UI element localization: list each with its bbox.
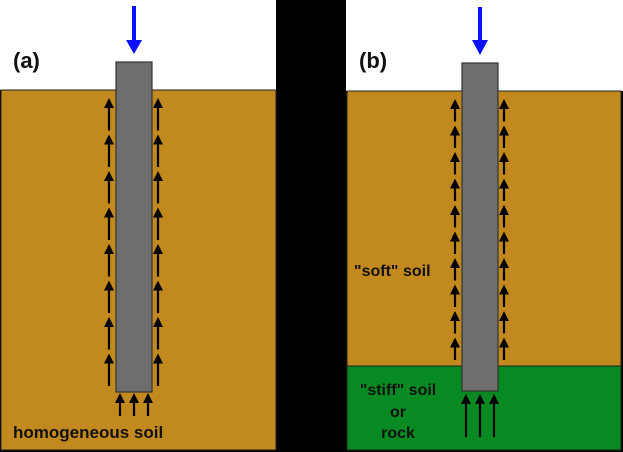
- shaft-friction-arrow-right: [153, 207, 163, 240]
- panel-b-label: (b): [359, 48, 387, 73]
- homogeneous-soil-label: homogeneous soil: [13, 423, 163, 442]
- end-bearing-arrow: [489, 394, 499, 437]
- stiff-soil-label-line-1: "stiff" soil: [360, 382, 437, 399]
- shaft-friction-arrow-left: [104, 280, 114, 313]
- shaft-friction-arrow-left: [450, 258, 460, 281]
- panel-a-pile: [115, 61, 153, 393]
- shaft-friction-arrow-left: [450, 337, 460, 360]
- shaft-friction-arrow-right: [499, 178, 509, 201]
- shaft-friction-arrow-left: [450, 231, 460, 254]
- shaft-friction-arrow-right: [153, 317, 163, 350]
- shaft-friction-arrow-left: [104, 317, 114, 350]
- shaft-friction-arrow-right: [499, 99, 509, 122]
- shaft-friction-arrow-left: [450, 178, 460, 201]
- shaft-friction-arrow-right: [499, 258, 509, 281]
- shaft-friction-arrow-right: [153, 134, 163, 167]
- panel-b: (b) "soft" soil "stiff" soil or rock: [346, 0, 623, 451]
- shaft-friction-arrow-left: [450, 125, 460, 148]
- shaft-friction-arrow-right: [153, 244, 163, 277]
- panel-b-reaction-arrows: [450, 99, 509, 437]
- stiff-soil-label-line-3: rock: [381, 425, 415, 442]
- stiff-soil-label-line-2: or: [390, 404, 406, 421]
- shaft-friction-arrow-right: [153, 171, 163, 204]
- panel-a: (a) homogeneous soil: [0, 0, 277, 451]
- shaft-friction-arrow-right: [499, 231, 509, 254]
- panel-b-pile: [461, 62, 499, 392]
- shaft-friction-arrow-left: [450, 205, 460, 228]
- end-bearing-arrow: [115, 393, 125, 416]
- shaft-friction-arrow-left: [104, 207, 114, 240]
- end-bearing-arrow: [129, 393, 139, 416]
- end-bearing-arrow: [461, 394, 471, 437]
- shaft-friction-arrow-left: [104, 134, 114, 167]
- shaft-friction-arrow-right: [499, 125, 509, 148]
- shaft-friction-arrow-left: [104, 353, 114, 386]
- shaft-friction-arrow-left: [450, 311, 460, 334]
- shaft-friction-arrow-left: [450, 284, 460, 307]
- shaft-friction-arrow-right: [153, 353, 163, 386]
- shaft-friction-arrow-left: [450, 99, 460, 122]
- shaft-friction-arrow-left: [104, 171, 114, 204]
- shaft-friction-arrow-right: [153, 98, 163, 131]
- soft-soil-label: "soft" soil: [354, 263, 431, 280]
- shaft-friction-arrow-right: [499, 152, 509, 175]
- shaft-friction-arrow-right: [499, 284, 509, 307]
- panel-a-reaction-arrows: [104, 98, 163, 416]
- shaft-friction-arrow-right: [499, 205, 509, 228]
- shaft-friction-arrow-right: [499, 311, 509, 334]
- panel-b-load-arrow: [472, 7, 488, 55]
- end-bearing-arrow: [143, 393, 153, 416]
- shaft-friction-arrow-left: [104, 98, 114, 131]
- end-bearing-arrow: [475, 394, 485, 437]
- shaft-friction-arrow-right: [499, 337, 509, 360]
- shaft-friction-arrow-left: [104, 244, 114, 277]
- panel-a-load-arrow: [126, 6, 142, 54]
- shaft-friction-arrow-left: [450, 152, 460, 175]
- shaft-friction-arrow-right: [153, 280, 163, 313]
- panel-a-label: (a): [13, 48, 40, 73]
